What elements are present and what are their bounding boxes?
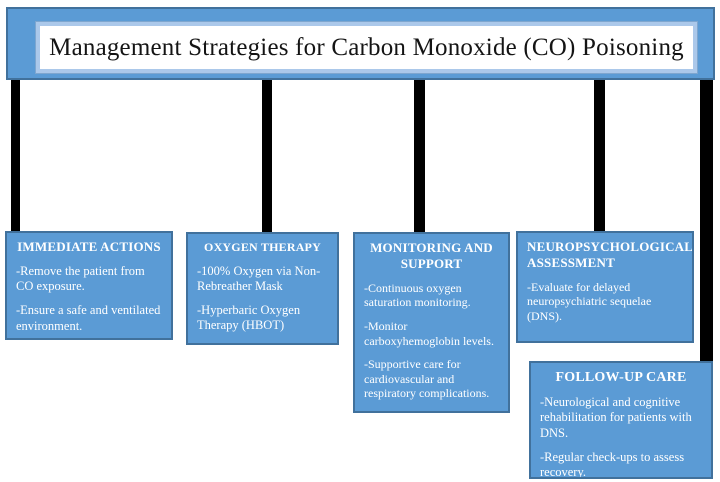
box-header: NEUROPSYCHOLOGICAL ASSESSMENT bbox=[527, 239, 693, 270]
box-header: IMMEDIATE ACTIONS bbox=[17, 239, 161, 254]
connector-line-follow-up-care bbox=[700, 80, 713, 361]
box-item: -Regular check-ups to assess recovery. bbox=[540, 449, 685, 479]
box-immediate-actions: IMMEDIATE ACTIONS -Remove the patient fr… bbox=[5, 231, 173, 340]
box-item: -Remove the patient from CO exposure. bbox=[16, 263, 145, 294]
box-item: -100% Oxygen via Non-Rebreather Mask bbox=[197, 263, 321, 293]
page-title: Management Strategies for Carbon Monoxid… bbox=[49, 33, 684, 61]
box-header: FOLLOW-UP CARE bbox=[555, 370, 687, 385]
box-item: -Continuous oxygen saturation monitoring… bbox=[364, 280, 471, 310]
box-item: -Monitor carboxyhemoglobin levels. bbox=[364, 318, 494, 348]
connector-line-immediate-actions bbox=[11, 80, 20, 231]
connector-line-oxygen-therapy bbox=[262, 80, 272, 232]
connector-line-neuropsychological-assessment bbox=[594, 80, 605, 231]
title-banner-inner-box: Management Strategies for Carbon Monoxid… bbox=[36, 22, 697, 73]
box-header: OXYGEN THERAPY bbox=[204, 240, 321, 254]
box-oxygen-therapy: OXYGEN THERAPY -100% Oxygen via Non-Rebr… bbox=[186, 232, 339, 345]
box-item: -Hyperbaric Oxygen Therapy (HBOT) bbox=[197, 303, 301, 333]
box-item: -Supportive care for cardiovascular and … bbox=[364, 357, 490, 401]
box-header: MONITORING AND SUPPORT bbox=[370, 240, 493, 271]
title-banner: Management Strategies for Carbon Monoxid… bbox=[6, 7, 715, 80]
connector-line-monitoring-and-support bbox=[414, 80, 425, 232]
box-monitoring-and-support: MONITORING AND SUPPORT -Continuous oxyge… bbox=[353, 232, 510, 413]
box-follow-up-care: FOLLOW-UP CARE -Neurological and cogniti… bbox=[529, 361, 713, 479]
box-item: -Ensure a safe and ventilated environmen… bbox=[16, 303, 161, 333]
box-item: -Evaluate for delayed neuropsychiatric s… bbox=[527, 279, 652, 323]
box-neuropsychological-assessment: NEUROPSYCHOLOGICAL ASSESSMENT -Evaluate … bbox=[516, 231, 694, 343]
box-item: -Neurological and cognitive rehabilitati… bbox=[540, 395, 692, 440]
